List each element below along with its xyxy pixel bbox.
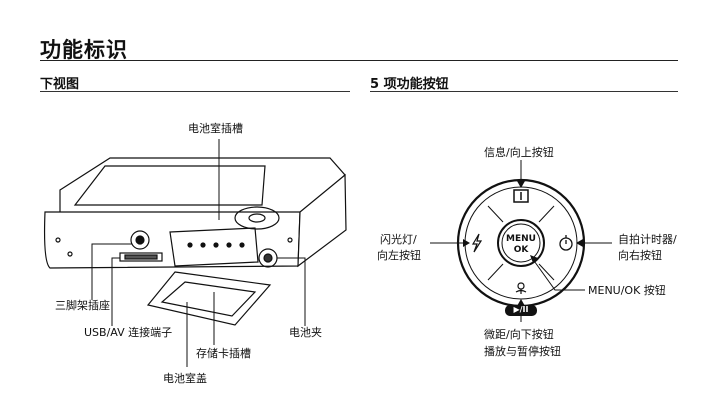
- label-usb-av-port: USB/AV 连接端子: [84, 326, 173, 339]
- center-ok-text: OK: [513, 245, 529, 255]
- label-battery-cover: 电池室盖: [163, 372, 207, 385]
- label-play-pause-button: 播放与暂停按钮: [484, 345, 561, 358]
- center-menu-text: MENU: [506, 234, 536, 244]
- label-flash-line1: 闪光灯/: [380, 233, 417, 246]
- section-bottom-view: 下视图: [40, 77, 80, 92]
- flash-icon: [471, 233, 483, 253]
- label-tripod-socket: 三脚架插座: [55, 299, 110, 312]
- title-divider: [40, 60, 678, 61]
- label-battery-holder: 电池夹: [289, 326, 322, 339]
- info-display-icon: [513, 189, 529, 203]
- label-flash-line2: 向左按钮: [377, 249, 421, 262]
- section-divider-left: [40, 91, 350, 92]
- section-function-buttons: 5 项功能按钮: [370, 77, 449, 92]
- label-menu-ok-button: MENU/OK 按钮: [588, 284, 666, 297]
- section-divider-right: [370, 91, 678, 92]
- self-timer-icon: [559, 235, 573, 251]
- label-self-timer-line1: 自拍计时器/: [618, 233, 677, 246]
- label-info-up-button: 信息/向上按钮: [484, 146, 554, 159]
- macro-flower-icon: [515, 282, 527, 294]
- play-pause-badge: ▶/II: [513, 305, 529, 314]
- label-battery-slot: 电池室插槽: [188, 122, 243, 135]
- label-self-timer-line2: 向右按钮: [618, 249, 662, 262]
- label-macro-down-button: 微距/向下按钮: [484, 328, 554, 341]
- label-memory-card-slot: 存储卡插槽: [196, 347, 251, 360]
- page-title: 功能标识: [40, 38, 128, 62]
